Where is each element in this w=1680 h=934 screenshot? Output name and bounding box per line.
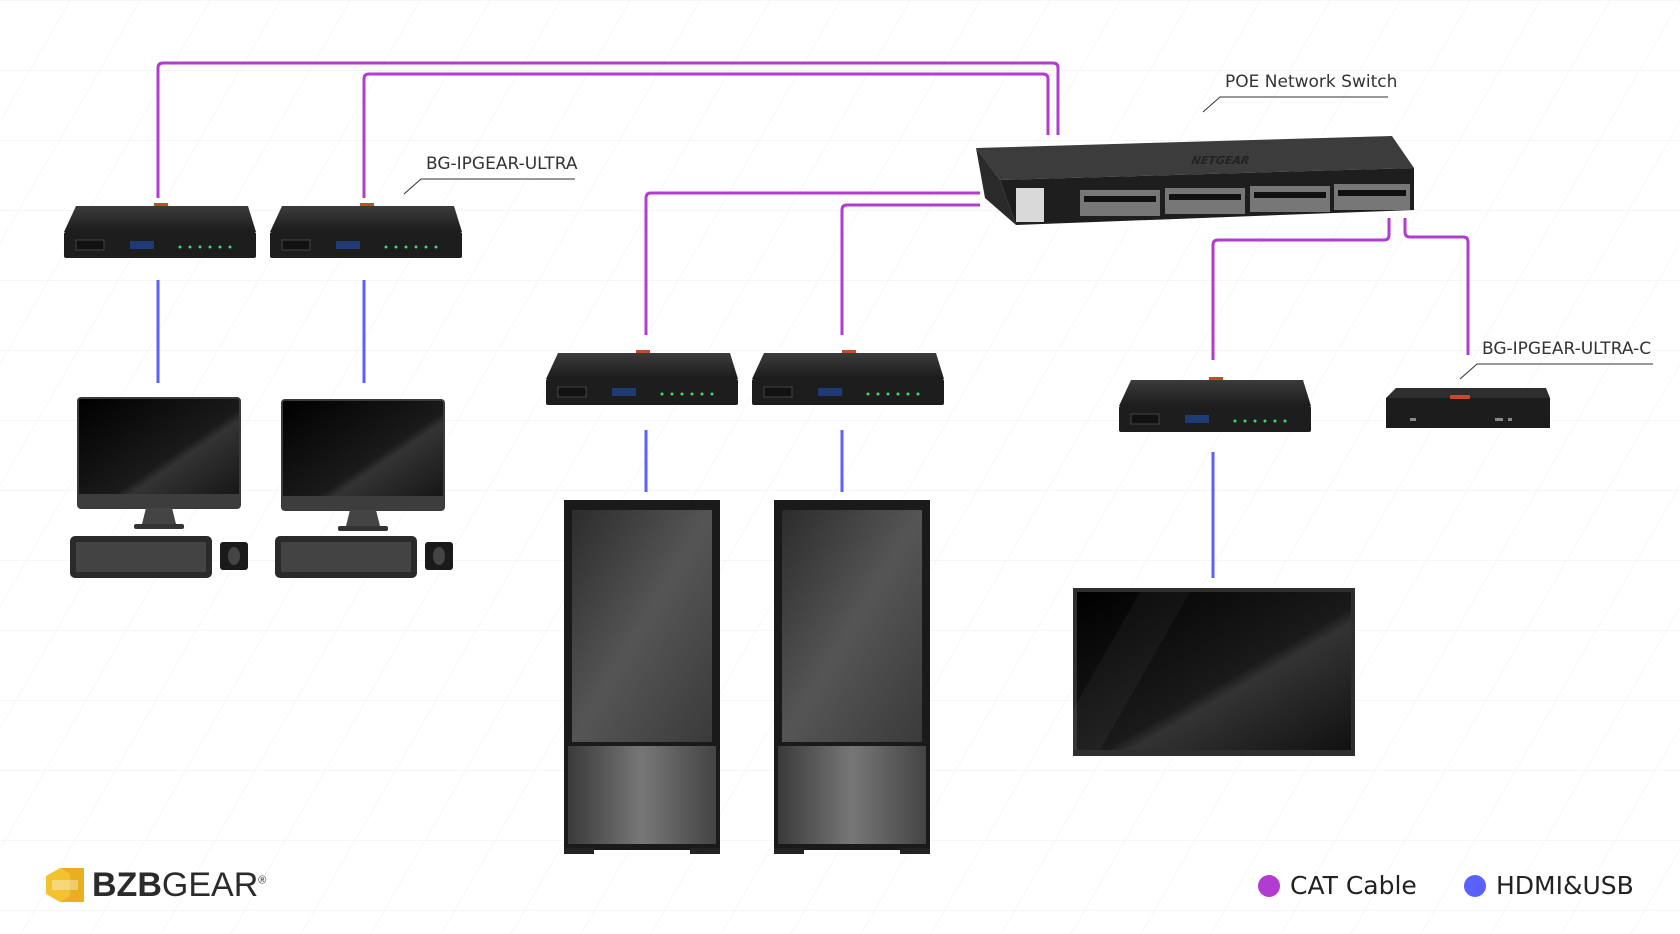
cat-cable-5 [1211, 218, 1391, 360]
encoder-box-1 [64, 203, 256, 258]
hdmi-color-dot [1464, 874, 1486, 897]
monitor-1 [77, 397, 241, 529]
brand-logo-icon [46, 868, 84, 902]
monitor-2 [281, 399, 445, 531]
kiosk-displays [564, 500, 930, 854]
monitors [77, 397, 445, 531]
controller-box [1386, 388, 1550, 428]
cat-cables [156, 61, 1470, 360]
encoder-box-2 [270, 203, 462, 258]
cat-color-dot [1258, 874, 1280, 897]
cat-cable-3 [644, 191, 980, 335]
cat-cable-1 [156, 61, 1060, 198]
encoder-box-4 [752, 350, 944, 405]
legend-cat-label: CAT Cable [1290, 871, 1417, 900]
switch-brand: NETGEAR [1189, 153, 1252, 167]
brand-name: BZBGEAR® [92, 866, 267, 904]
legend-hdmi-label: HDMI&USB [1496, 871, 1634, 900]
encoder-box-5 [1119, 377, 1311, 432]
keyboard-2 [275, 536, 453, 578]
encoder-box-3 [546, 350, 738, 405]
label-leaders [403, 96, 1653, 380]
keyboard-1 [70, 536, 248, 578]
network-switch: NETGEAR [976, 136, 1414, 225]
hdmi-cables [156, 280, 1215, 578]
encoder-label: BG-IPGEAR-ULTRA [426, 154, 578, 174]
switch-label: POE Network Switch [1225, 72, 1398, 92]
brand-logo: BZBGEAR® [92, 866, 266, 905]
cat-cable-2 [362, 72, 1050, 198]
kiosk-2 [774, 500, 930, 854]
legend-hdmi: HDMI&USB [1464, 871, 1634, 900]
legend-cat: CAT Cable [1258, 871, 1417, 900]
keyboards [70, 536, 453, 578]
controller-label: BG-IPGEAR-ULTRA-C [1482, 339, 1652, 359]
cat-cable-4 [840, 203, 980, 335]
encoder-boxes [64, 203, 1311, 432]
wall-display [1050, 588, 1355, 756]
kiosk-1 [564, 500, 720, 854]
cat-cable-6 [1403, 218, 1470, 355]
